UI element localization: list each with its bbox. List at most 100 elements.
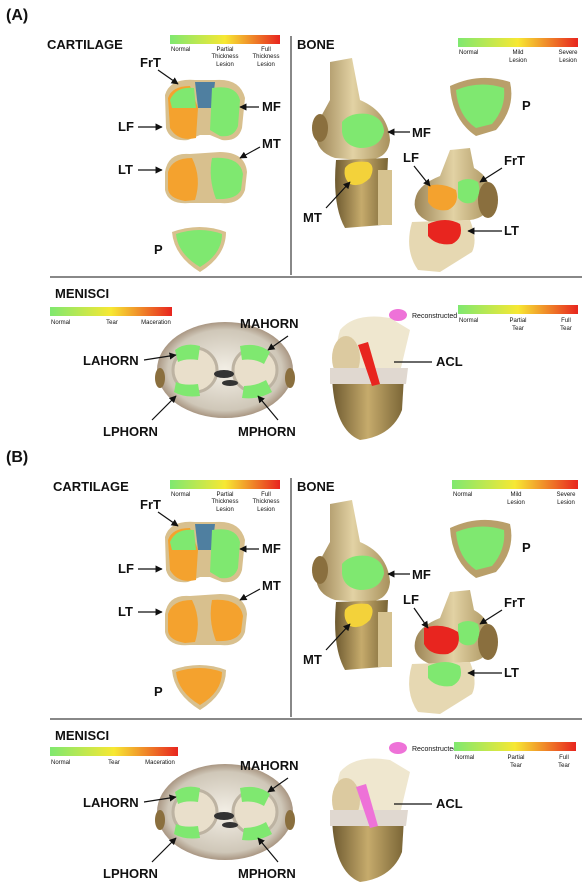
bone-lt-region xyxy=(428,662,461,687)
bone-mt-label: MT xyxy=(303,210,322,225)
lahorn-arrow xyxy=(143,794,177,803)
legend-partial-label: Partial xyxy=(216,47,233,53)
legend-tear-label: Tear xyxy=(560,326,572,332)
bone-lf-region xyxy=(424,625,459,655)
legend-full-label: Full xyxy=(261,47,271,53)
cruciate-insertion xyxy=(214,812,234,820)
legend-tear-label: Tear xyxy=(106,320,118,326)
legend-normal-label: Normal xyxy=(453,492,472,498)
menisci-title: MENISCI xyxy=(55,286,109,301)
mphorn-region xyxy=(242,380,272,399)
cartilage-section: CARTILAGE Normal Partial Thickness Lesio… xyxy=(47,35,281,272)
reconstructed-label: Reconstructed xyxy=(412,313,457,320)
bone-frt-label: FrT xyxy=(504,153,525,168)
bone-frt-region xyxy=(458,621,480,646)
mt-region xyxy=(210,599,243,642)
lf-label: LF xyxy=(118,561,134,576)
acl-section: Reconstructed Normal Partial Tear Full T… xyxy=(330,742,576,882)
bone-legend-bar xyxy=(458,38,578,47)
legend-maceration-label: Maceration xyxy=(145,760,175,766)
mphorn-region xyxy=(242,822,272,841)
mahorn-label: MAHORN xyxy=(240,316,299,331)
bone-lf-label: LF xyxy=(403,592,419,607)
bone-title: BONE xyxy=(297,479,335,494)
fibula-head xyxy=(312,114,328,142)
fibula-head xyxy=(312,556,328,584)
cruciate-insertion xyxy=(222,822,238,828)
lt-region xyxy=(168,600,198,643)
reconstructed-swatch xyxy=(389,742,407,754)
mphorn-arrow xyxy=(257,837,279,863)
mahorn-arrow xyxy=(267,777,289,793)
menisci-section: MENISCI Normal Tear Maceration MAHORN LA… xyxy=(50,286,299,439)
legend-partial-label: Partial xyxy=(509,318,526,324)
legend-normal-label: Normal xyxy=(171,47,190,53)
panel-a: (A) CARTILAGE Normal Partial Thickness L… xyxy=(6,7,582,440)
lphorn-label: LPHORN xyxy=(103,424,158,439)
legend-thickness-label: Thickness xyxy=(211,499,238,505)
bone-mt-arrow xyxy=(325,623,351,651)
bone-p-region xyxy=(456,526,505,570)
legend-normal-label: Normal xyxy=(455,755,474,761)
bone-mf-region xyxy=(342,113,384,148)
bone-mf-region xyxy=(342,555,384,590)
frt-region xyxy=(195,524,215,550)
menisci-title: MENISCI xyxy=(55,728,109,743)
bone-mf-label: MF xyxy=(412,567,431,582)
legend-lesion-label: Lesion xyxy=(257,62,275,68)
legend-lesion-label: Lesion xyxy=(507,500,525,506)
acl-label: ACL xyxy=(436,354,463,369)
mphorn-label: MPHORN xyxy=(238,424,296,439)
menisci-legend-bar xyxy=(50,747,178,756)
p-region xyxy=(176,230,222,267)
lf-upper-region xyxy=(170,87,196,108)
lphorn-region xyxy=(174,382,200,397)
bone-legend-bar xyxy=(452,480,578,489)
bone-lt-label: LT xyxy=(504,223,519,238)
p-region xyxy=(176,668,222,705)
mf-region xyxy=(210,87,240,137)
cartilage-title: CARTILAGE xyxy=(53,479,129,494)
frt-arrow xyxy=(157,511,179,527)
acl-tibia xyxy=(332,818,404,882)
acl-ligament xyxy=(356,784,378,828)
bone-p-label: P xyxy=(522,540,531,555)
mf-label: MF xyxy=(262,541,281,556)
bone-p-region xyxy=(456,84,505,128)
legend-lesion-label: Lesion xyxy=(216,507,234,513)
bone-frt-label: FrT xyxy=(504,595,525,610)
bone-p-label: P xyxy=(522,98,531,113)
legend-lesion-label: Lesion xyxy=(509,58,527,64)
frt-region xyxy=(195,82,215,108)
lahorn-region xyxy=(175,344,200,362)
lphorn-region xyxy=(174,824,200,839)
legend-severe-label: Severe xyxy=(556,492,576,498)
mf-label: MF xyxy=(262,99,281,114)
cruciate-insertion xyxy=(214,370,234,378)
frt-label: FrT xyxy=(140,497,161,512)
lateral-condyle-shadow xyxy=(478,182,498,218)
lphorn-arrow xyxy=(151,837,177,863)
acl-legend-bar xyxy=(458,305,578,314)
cartilage-legend-bar xyxy=(170,35,280,44)
legend-normal-label: Normal xyxy=(459,50,478,56)
lt-label: LT xyxy=(118,162,133,177)
mahorn-arrow xyxy=(267,335,289,351)
lt-region xyxy=(168,158,198,201)
lphorn-arrow xyxy=(151,395,177,421)
legend-tear-label: Tear xyxy=(108,760,120,766)
legend-tear-label: Tear xyxy=(558,763,570,769)
lf-label: LF xyxy=(118,119,134,134)
legend-normal-label: Normal xyxy=(51,320,70,326)
legend-lesion-label: Lesion xyxy=(559,58,577,64)
mt-label: MT xyxy=(262,136,281,151)
legend-partial-label: Partial xyxy=(216,492,233,498)
legend-tear-label: Tear xyxy=(512,326,524,332)
acl-tibia xyxy=(332,376,404,440)
bone-lf-region xyxy=(428,184,457,211)
panel-b: (B) CARTILAGE Normal Partial Thickness L… xyxy=(6,449,582,882)
mahorn-region xyxy=(240,344,270,364)
bone-lf-arrow xyxy=(413,165,431,187)
acl-ligament xyxy=(358,342,380,386)
bone-lf-arrow xyxy=(413,607,429,629)
